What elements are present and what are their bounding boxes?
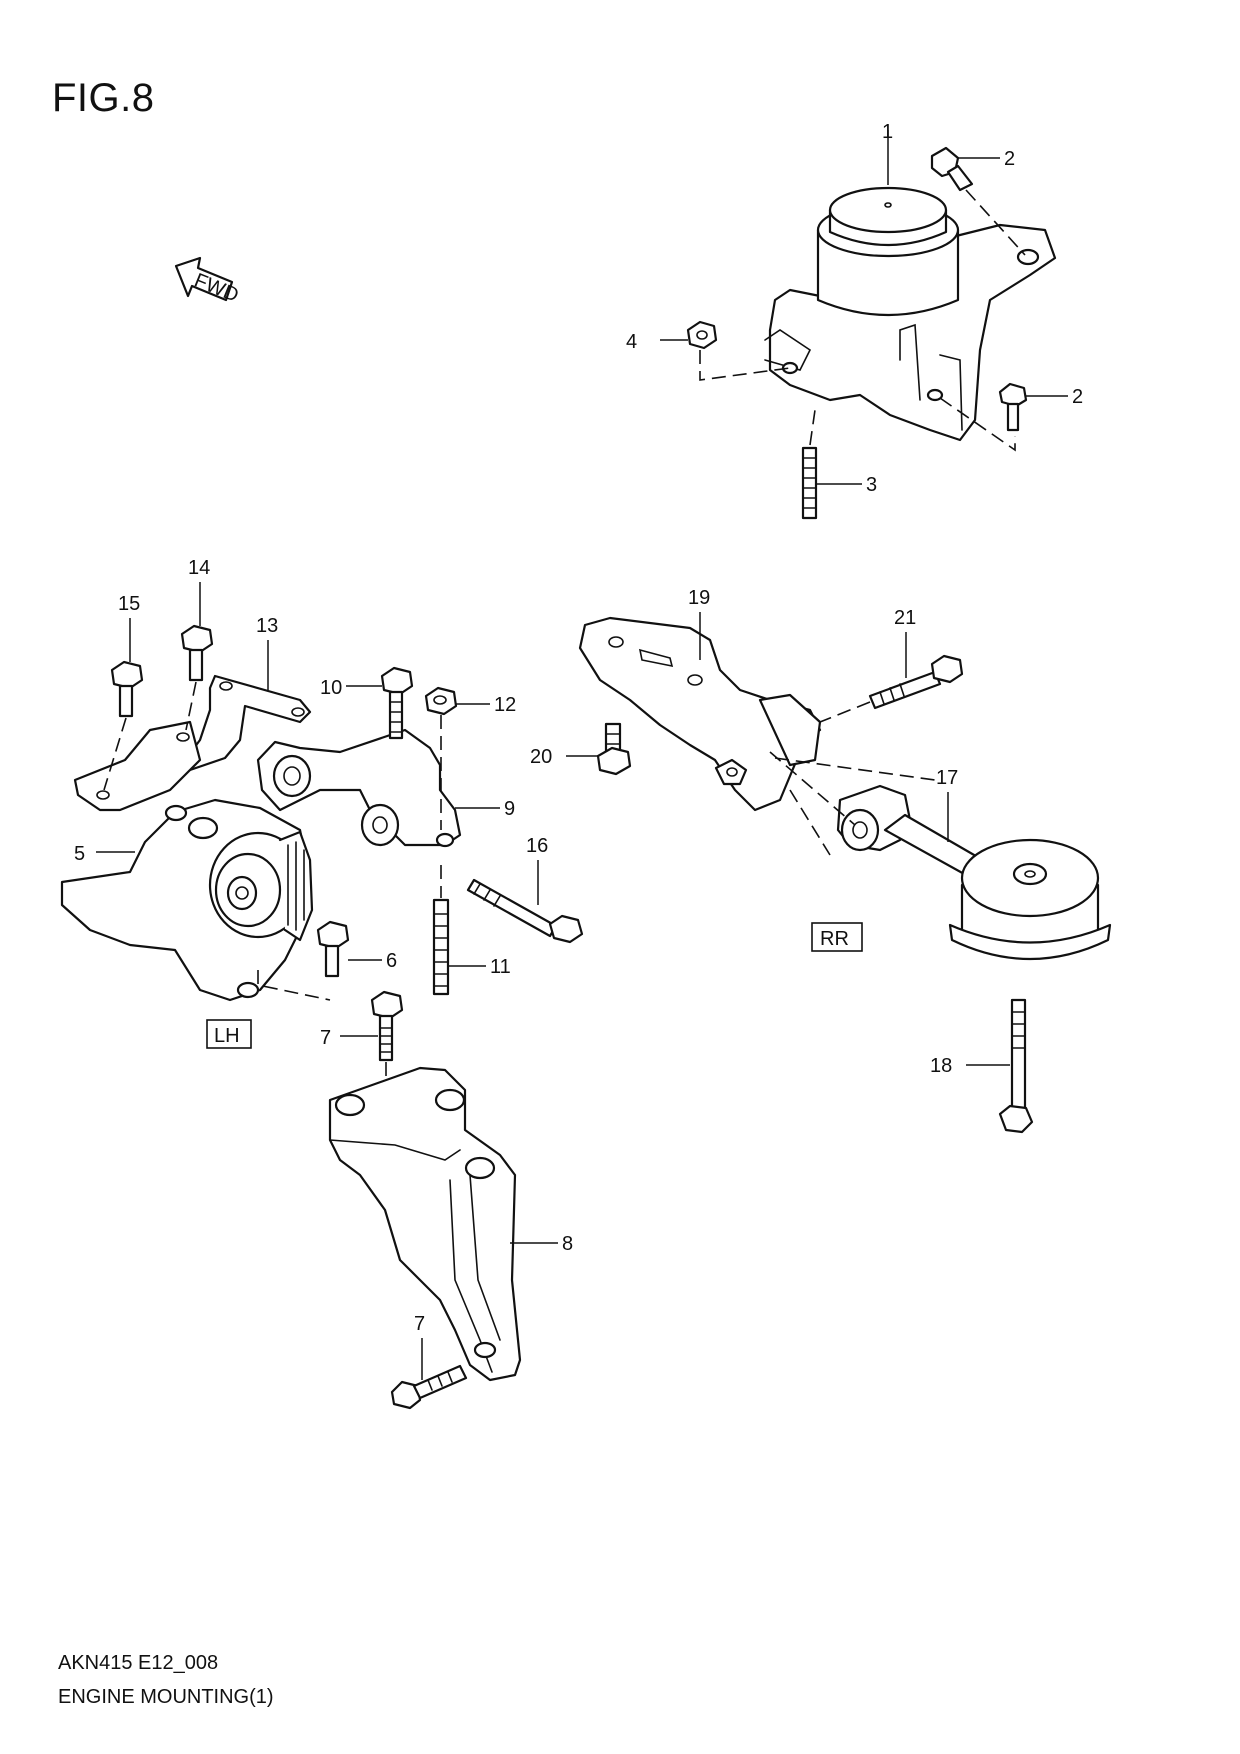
figure-description: ENGINE MOUNTING(1) [58,1686,274,1708]
callout-7-lower: 7 [414,1313,425,1335]
lh-side-tag: LH [206,1019,252,1049]
stud-11 [432,898,450,996]
svg-text:RR: RR [820,928,849,950]
callout-21: 21 [894,607,916,629]
callout-3: 3 [866,474,877,496]
lower-stay-bracket [73,720,202,812]
callout-12: 12 [494,694,516,716]
callout-14: 14 [188,557,210,579]
bolt-2-upper [930,146,974,192]
bracket-9 [256,728,462,848]
callout-10: 10 [320,677,342,699]
figure-code: AKN415 E12_008 [58,1652,219,1674]
stay-13 [183,674,312,772]
callout-16: 16 [526,835,548,857]
bolt-2-right [998,382,1028,432]
callout-7-upper: 7 [320,1027,331,1049]
callout-5: 5 [74,843,85,865]
bolt-10 [380,666,414,740]
bolt-18 [998,998,1034,1134]
forward-direction-arrow: FWD [174,256,242,307]
callout-17: 17 [936,767,958,789]
callout-4: 4 [626,331,637,353]
engine-mount-bracket-8 [328,1066,522,1382]
bolt-6 [316,920,350,978]
callout-2-right: 2 [1072,386,1083,408]
rear-bracket-19 [578,616,822,812]
bolt-14 [180,624,214,682]
front-engine-mount [764,186,1057,442]
bolt-15 [110,660,144,718]
callout-1: 1 [882,121,893,143]
bolt-21 [868,654,964,710]
left-engine-mount [60,798,314,1002]
bolt-20 [596,722,632,776]
bolt-7-lower [390,1364,468,1410]
callout-20: 20 [530,746,552,768]
callout-15: 15 [118,593,140,615]
bolt-16 [466,878,584,944]
stud-3 [801,446,818,520]
rr-side-tag: RR [811,922,863,952]
callout-11: 11 [490,956,511,978]
bolt-7-upper [370,990,404,1062]
nut-4 [686,320,718,350]
callout-19: 19 [688,587,710,609]
callout-6: 6 [386,950,397,972]
rear-torque-rod-17 [836,784,1112,960]
callout-9: 9 [504,798,515,820]
svg-text:LH: LH [214,1025,240,1047]
figure-title: FIG.8 [52,76,155,120]
callout-8: 8 [562,1233,573,1255]
nut-12 [424,686,458,716]
callout-13: 13 [256,615,278,637]
callout-2-upper: 2 [1004,148,1015,170]
callout-18: 18 [930,1055,952,1077]
